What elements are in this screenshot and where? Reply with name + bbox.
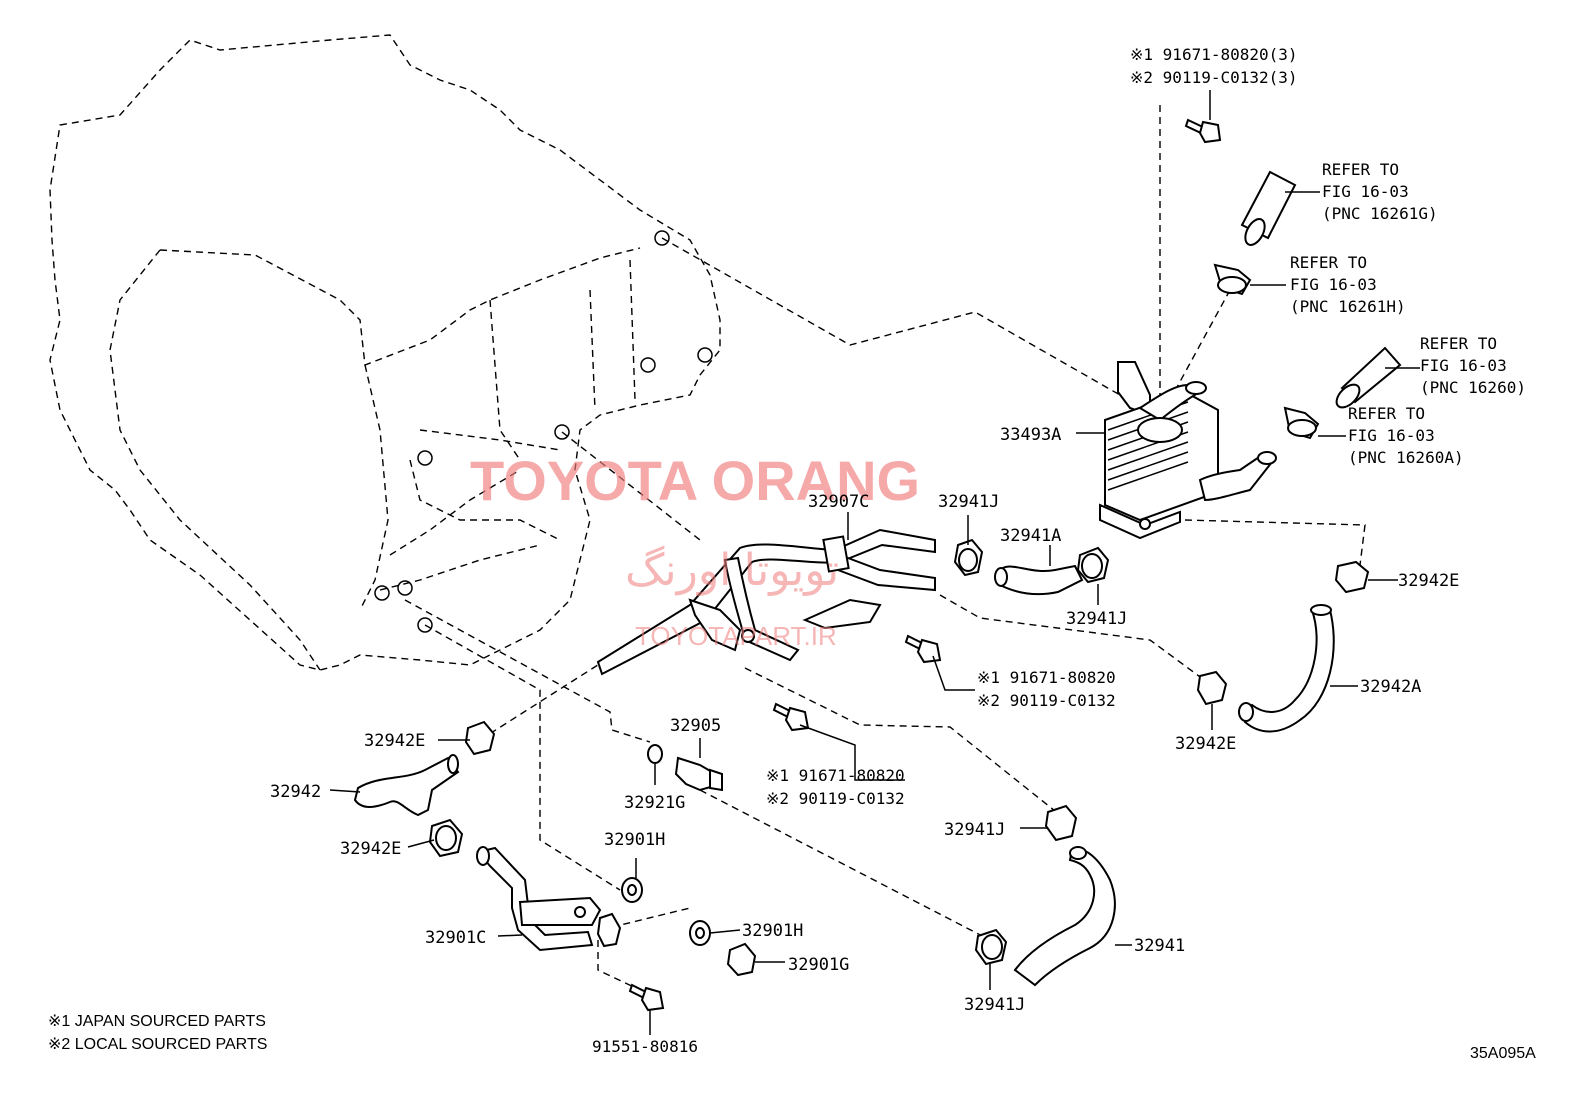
clamp-32941J-b: [1076, 546, 1110, 584]
refer-4-line3: (PNC 16260A): [1348, 448, 1464, 467]
label-32905: 32905: [670, 716, 721, 736]
label-32941J-a: 32941J: [938, 492, 999, 512]
label-32907C: 32907C: [808, 492, 869, 512]
watermark: TOYOTA ORANG تویوتا اورنگ TOYOTAPART.IR: [470, 449, 920, 651]
label-32942E-b: 32942E: [1175, 734, 1236, 754]
clamp-32941J-c: [1044, 804, 1078, 842]
refer-1-line2: FIG 16-03: [1322, 182, 1409, 201]
watermark-persian: تویوتا اورنگ: [625, 545, 839, 596]
note-japan-sourced: ※1 JAPAN SOURCED PARTS: [48, 1013, 266, 1030]
washer-32901H-a: [621, 877, 643, 903]
callout-low-bolt-2: ※2 90119-C0132: [766, 789, 905, 808]
refer-4-line1: REFER TO: [1348, 404, 1425, 423]
clamp-32941J-d: [974, 928, 1008, 966]
oil-cooler-33493A: [1099, 361, 1277, 540]
label-32941A: 32941A: [1000, 526, 1061, 546]
transaxle-housing: [49, 34, 721, 671]
refer-3-line1: REFER TO: [1420, 334, 1497, 353]
refer-3-line2: FIG 16-03: [1420, 356, 1507, 375]
leader-lines: [329, 90, 1398, 1035]
clamp-32942E-c: [464, 720, 496, 756]
label-32942E-a: 32942E: [1398, 571, 1459, 591]
hose-32942A: [1238, 604, 1335, 733]
label-32901G: 32901G: [788, 955, 849, 975]
hose-32941: [1013, 846, 1116, 987]
refer-1-line3: (PNC 16261G): [1322, 204, 1438, 223]
refer-2-line3: (PNC 16261H): [1290, 297, 1406, 316]
clamp-32941J-a: [953, 538, 984, 577]
hose-32942: [353, 754, 460, 817]
part-labels: ※1 91671-80820(3) ※2 90119-C0132(3) REFE…: [48, 45, 1536, 1062]
label-32941J-d: 32941J: [964, 995, 1025, 1015]
sensor-32905: [674, 756, 723, 792]
clamp-32942E-a: [1334, 560, 1370, 594]
note-local-sourced: ※2 LOCAL SOURCED PARTS: [48, 1036, 267, 1053]
label-32901C: 32901C: [425, 928, 486, 948]
figure-code: 35A095A: [1470, 1045, 1536, 1062]
label-32941J-c: 32941J: [944, 820, 1005, 840]
washer-32901H-b: [689, 920, 711, 946]
label-32921G: 32921G: [624, 793, 685, 813]
watermark-site: TOYOTAPART.IR: [635, 621, 837, 651]
callout-mid-bolt-1: ※1 91671-80820: [977, 668, 1116, 687]
callout-mid-bolt-2: ※2 90119-C0132: [977, 691, 1116, 710]
refer-1-line1: REFER TO: [1322, 160, 1399, 179]
label-33493A: 33493A: [1000, 425, 1061, 445]
label-32942: 32942: [270, 782, 321, 802]
bolt-91551: [628, 983, 665, 1012]
clamp-32942E-d: [428, 818, 464, 858]
refer-4-line2: FIG 16-03: [1348, 426, 1435, 445]
pipe-32907C: [596, 528, 936, 676]
bolt-mid: [904, 634, 942, 664]
label-32942A: 32942A: [1360, 677, 1421, 697]
bolt-low: [772, 702, 810, 732]
refer-clamp-16260A: [1283, 406, 1346, 440]
refer-2-line2: FIG 16-03: [1290, 275, 1377, 294]
hose-32941A: [994, 564, 1084, 596]
clamp-32942E-b: [1196, 670, 1228, 706]
refer-clamp-16261H: [1213, 263, 1286, 296]
callout-low-bolt-1: ※1 91671-80820: [766, 766, 905, 785]
oring-32921G: [647, 744, 663, 764]
pipe-32901C: [476, 846, 622, 952]
callout-top-bolt-1: ※1 91671-80820(3): [1130, 45, 1298, 64]
label-32942E-d: 32942E: [340, 839, 401, 859]
refer-3-line3: (PNC 16260): [1420, 378, 1526, 397]
refer-hose-16261G: [1240, 170, 1320, 246]
refer-hose-16260: [1335, 346, 1420, 409]
watermark-title: TOYOTA ORANG: [470, 449, 920, 512]
label-91551-80816: 91551-80816: [592, 1037, 698, 1056]
label-32901H-a: 32901H: [604, 830, 665, 850]
refer-2-line1: REFER TO: [1290, 253, 1367, 272]
bolt-top: [1184, 118, 1222, 144]
bolt-32901G: [726, 942, 757, 977]
label-32901H-b: 32901H: [742, 921, 803, 941]
label-32941: 32941: [1134, 936, 1185, 956]
callout-top-bolt-2: ※2 90119-C0132(3): [1130, 68, 1298, 87]
label-32942E-c: 32942E: [364, 731, 425, 751]
assembly-lines: [404, 105, 1366, 991]
label-32941J-b: 32941J: [1066, 609, 1127, 629]
